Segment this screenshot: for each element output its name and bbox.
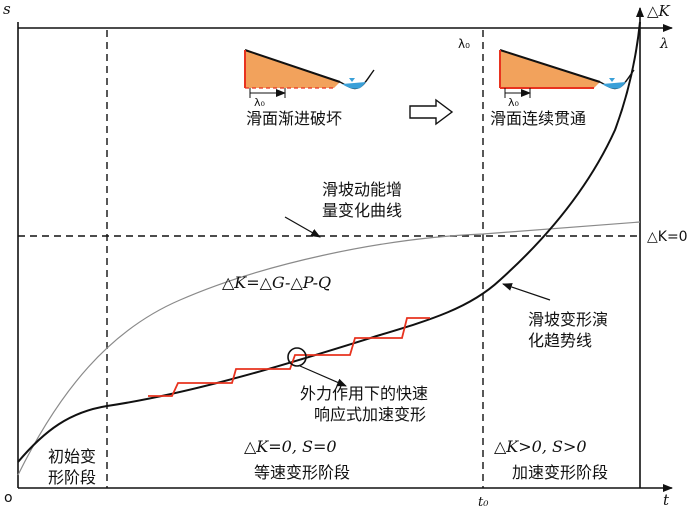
- accel-stage-label: 加速变形阶段: [512, 463, 608, 482]
- lambda-axis-label: λ: [659, 36, 669, 52]
- constant-stage-condition: △K=0, S=0: [244, 437, 337, 456]
- trend-curve-leader: [502, 283, 551, 301]
- dk-zero-label: △K=0: [647, 229, 688, 245]
- trend-curve-label-line2: 化趋势线: [528, 331, 592, 350]
- transition-arrow-icon: [409, 98, 454, 126]
- constant-stage-label: 等速变形阶段: [254, 463, 350, 482]
- left-lambda-mark: λ₀: [254, 96, 266, 109]
- y-left-axis-label: s: [3, 0, 11, 18]
- continuous-penetration-illustration: [499, 49, 635, 98]
- y-right-axis-label: △K: [647, 2, 671, 20]
- deformation-trend-curve: [17, 21, 641, 463]
- right-lambda-mark: λ₀: [508, 96, 520, 109]
- progressive-failure-illustration: [244, 49, 375, 98]
- fast-response-label-line1: 外力作用下的快速: [300, 384, 428, 403]
- fast-response-label-line2: 响应式加速变形: [314, 405, 426, 424]
- t0-label: t₀: [478, 495, 489, 510]
- initial-stage-label-line1: 初始变: [48, 447, 96, 466]
- accel-stage-condition: △K>0, S>0: [494, 437, 587, 456]
- energy-change-curve: [17, 221, 641, 476]
- lambda0-label: λ₀: [458, 37, 470, 51]
- initial-stage-label-line2: 形阶段: [48, 468, 96, 487]
- x-axis-label: t: [663, 491, 670, 509]
- fast-response-step-curve: [148, 317, 430, 397]
- energy-formula: △K=△G-△P-Q: [222, 273, 331, 292]
- energy-curve-label-line1: 滑坡动能增: [322, 180, 402, 199]
- left-illustration-caption: 滑面渐进破坏: [246, 109, 342, 128]
- fast-response-leader: [299, 365, 347, 387]
- right-illustration-caption: 滑面连续贯通: [490, 109, 586, 128]
- trend-curve-label-line1: 滑坡变形演: [528, 310, 608, 329]
- energy-curve-leader: [284, 216, 321, 238]
- energy-curve-label-line2: 量变化曲线: [322, 201, 402, 220]
- origin-label: o: [4, 490, 13, 506]
- fast-response-circle-marker: [287, 347, 307, 367]
